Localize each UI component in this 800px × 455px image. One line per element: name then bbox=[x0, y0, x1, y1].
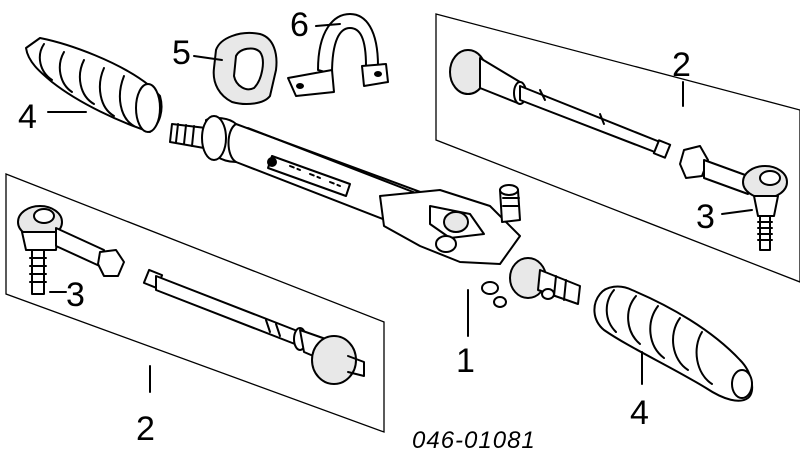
callout-tie-rod-upper: 2 bbox=[672, 46, 691, 84]
callout-tie-rod-end-upper: 3 bbox=[696, 198, 715, 236]
bushing: 5 bbox=[172, 32, 278, 105]
tie-rod-end-upper bbox=[679, 145, 788, 251]
tie-rod-end-lower bbox=[17, 205, 125, 295]
callout-rack-assembly: 1 bbox=[456, 342, 475, 380]
rack-assembly: 1 bbox=[169, 115, 581, 380]
boot-left: 4 bbox=[18, 37, 163, 136]
tie-rod-panel-upper: 2 3 bbox=[435, 13, 800, 283]
bracket: 6 bbox=[287, 6, 389, 97]
callout-boot-right: 4 bbox=[630, 394, 649, 432]
callout-boot-left: 4 bbox=[18, 98, 37, 136]
part-number-label: 046-01081 bbox=[412, 427, 536, 454]
leader-upper-3 bbox=[721, 209, 753, 215]
callout-bushing: 5 bbox=[172, 34, 191, 72]
panel-outline-lower bbox=[5, 173, 385, 433]
callout-tie-rod-lower: 2 bbox=[136, 410, 155, 448]
callout-tie-rod-end-lower: 3 bbox=[66, 276, 85, 314]
tie-rod-upper bbox=[449, 49, 672, 159]
boot-right: 4 bbox=[593, 285, 754, 432]
panel-outline-upper bbox=[435, 13, 800, 283]
tie-rod-panel-lower: 3 2 bbox=[5, 173, 385, 448]
tie-rod-lower bbox=[142, 268, 365, 385]
callout-bracket: 6 bbox=[290, 6, 309, 44]
leader-bracket bbox=[315, 23, 341, 27]
leader-bushing bbox=[193, 55, 223, 61]
